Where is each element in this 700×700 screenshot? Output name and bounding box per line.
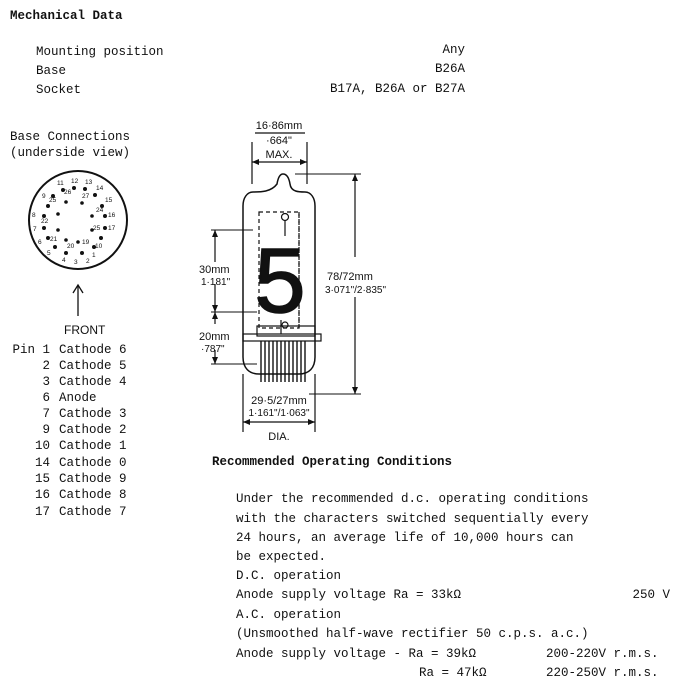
pin-label-15: 15 — [105, 197, 113, 204]
pin-label-9: 9 — [42, 193, 46, 200]
pin-label-24: 26 — [64, 189, 72, 196]
pin-num-6: 6 — [42, 391, 50, 405]
pin-num-16: 16 — [34, 488, 50, 502]
offset-in: ·787" — [201, 344, 225, 355]
pin-label-7: 7 — [33, 226, 37, 233]
conditions-para-3: 24 hours, an average life of 10,000 hour… — [236, 531, 574, 545]
pin-name-1: Cathode 6 — [59, 343, 127, 357]
pin-num-15: 15 — [34, 472, 50, 486]
pin-name-6: Anode — [59, 391, 97, 405]
pin-label-20: 20 — [67, 243, 75, 250]
pin-num-7: 7 — [42, 407, 50, 421]
top-dim-in: ·664" — [266, 135, 292, 147]
pin-num-2: 2 — [42, 359, 50, 373]
pin-num-3: 3 — [42, 375, 50, 389]
pin-label-10: 10 — [95, 243, 103, 250]
pin-label-26: 24 — [96, 207, 104, 214]
pin-name-17: Cathode 7 — [59, 505, 127, 519]
ac-label: A.C. operation — [236, 608, 342, 622]
pin-num-9: 9 — [42, 423, 50, 437]
pin-label-21: 21 — [50, 236, 58, 243]
length-mm: 78/72mm — [327, 271, 373, 283]
pin-label-17: 17 — [108, 225, 116, 232]
pin-name-2: Cathode 5 — [59, 359, 127, 373]
pin-label-22: 22 — [41, 218, 49, 225]
offset-mm: 20mm — [199, 331, 230, 343]
length-in: 3·071"/2·835" — [325, 285, 386, 296]
conditions-title: Recommended Operating Conditions — [212, 455, 453, 469]
pin-label-13: 13 — [85, 179, 93, 186]
ac-value-1: 200-220V r.m.s. — [546, 647, 659, 661]
pin-name-15: Cathode 9 — [59, 472, 127, 486]
pin-dots — [42, 186, 107, 255]
char-height-mm: 30mm — [199, 264, 230, 276]
conditions-para-1: Under the recommended d.c. operating con… — [236, 492, 589, 506]
pin-label-19: 19 — [82, 239, 90, 246]
base-label: Base — [36, 64, 67, 78]
socket-value: B17A, B26A or B27A — [329, 82, 465, 96]
char-height-in: 1·181" — [201, 277, 231, 288]
pin-name-9: Cathode 2 — [59, 423, 127, 437]
dia-in: 1·161"/1·063" — [248, 408, 309, 419]
pin-label-8: 8 — [32, 212, 36, 219]
pin-num-1: Pin 1 — [12, 343, 50, 357]
dia-mm: 29·5/27mm — [251, 395, 307, 407]
pin-label-23: 25 — [49, 197, 57, 204]
pin-label-25: 27 — [82, 193, 90, 200]
pin-name-7: Cathode 3 — [59, 407, 127, 421]
pin-name-3: Cathode 4 — [59, 375, 127, 389]
base-diagram: 11 12 13 9 25 26 27 14 15 24 16 8 22 25 … — [28, 170, 128, 337]
mounting-value: Any — [442, 43, 465, 57]
pin-label-6: 6 — [38, 239, 42, 246]
dc-value: 250 V — [632, 588, 670, 602]
pin-label-12: 12 — [71, 178, 79, 185]
front-label: FRONT — [64, 323, 106, 337]
socket-label: Socket — [36, 83, 82, 97]
ac-supply-1: Anode supply voltage - Ra = 39kΩ — [236, 647, 477, 661]
pin-label-5: 5 — [47, 250, 51, 257]
ac-supply-2: Ra = 47kΩ — [419, 666, 487, 680]
ac-value-2: 220-250V r.m.s. — [546, 666, 659, 680]
ac-note: (Unsmoothed half-wave rectifier 50 c.p.s… — [236, 627, 589, 641]
base-connections-subtitle: (underside view) — [10, 146, 131, 160]
conditions-para-2: with the characters switched sequentiall… — [236, 512, 589, 526]
front-arrow-head — [72, 283, 84, 294]
pin-name-10: Cathode 1 — [59, 439, 127, 453]
mechanical-title: Mechanical Data — [10, 9, 123, 23]
pin-num-17: 17 — [34, 505, 50, 519]
pin-label-3: 3 — [74, 259, 78, 266]
pin-label-14: 14 — [96, 185, 104, 192]
pin-name-14: Cathode 0 — [59, 456, 127, 470]
dc-supply: Anode supply voltage Ra = 33kΩ — [236, 588, 462, 602]
pin-num-14: 14 — [34, 456, 50, 470]
max-label: MAX. — [266, 149, 293, 161]
top-dim-mm: 16·86mm — [256, 120, 302, 132]
base-value: B26A — [434, 62, 465, 76]
pin-label-11: 11 — [57, 180, 64, 187]
pin-label-1: 1 — [92, 252, 96, 259]
display-digit: 5 — [254, 230, 305, 332]
pin-name-16: Cathode 8 — [59, 488, 127, 502]
pin-label-27: 25 — [93, 225, 101, 232]
dc-label: D.C. operation — [236, 569, 342, 583]
pin-label-2: 2 — [86, 258, 90, 265]
base-connections-title: Base Connections — [10, 130, 131, 144]
pin-labels: 11 12 13 9 25 26 27 14 15 24 16 8 22 25 … — [32, 178, 116, 266]
pin-label-4: 4 — [62, 257, 66, 264]
pin-num-10: 10 — [34, 439, 50, 453]
mounting-label: Mounting position — [36, 45, 164, 59]
pin-label-16: 16 — [108, 212, 116, 219]
dia-label: DIA. — [268, 431, 289, 443]
tube-drawing: 5 16·86mm ·664" MAX. 30mm 1·181" 20mm ·7… — [199, 120, 386, 443]
conditions-para-4: be expected. — [236, 550, 327, 564]
